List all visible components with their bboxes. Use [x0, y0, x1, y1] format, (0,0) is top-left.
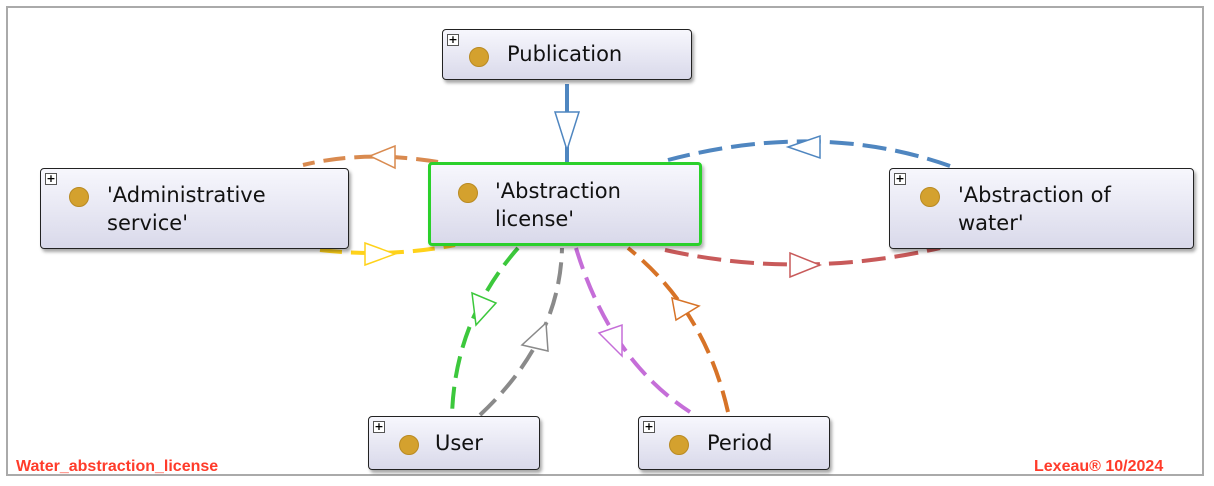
class-icon — [399, 435, 419, 455]
node-label-administrative-service-line1: 'Administrative — [107, 183, 266, 207]
arrowhead-license-to-user — [471, 291, 498, 327]
node-label-abstraction-of-water-line2: water' — [958, 211, 1024, 235]
edge-license-to-period — [574, 247, 692, 414]
node-label-abstraction-of-water-line1: 'Abstraction of — [958, 183, 1111, 207]
edge-license-to-admin — [302, 154, 439, 167]
subclass-arrowhead — [553, 111, 581, 153]
node-abstraction-license[interactable]: 'Abstraction license' — [428, 162, 702, 246]
class-icon — [920, 187, 940, 207]
node-abstraction-of-water[interactable]: + 'Abstraction of water' — [889, 168, 1194, 249]
node-label-publication: Publication — [507, 42, 623, 66]
node-publication[interactable]: + Publication — [442, 29, 692, 80]
class-icon — [69, 187, 89, 207]
diagram-name-label: Water_abstraction_license — [16, 458, 219, 475]
arrowhead-admin-to-license — [364, 241, 398, 267]
node-administrative-service[interactable]: + 'Administrative service' — [40, 168, 349, 249]
class-icon — [469, 47, 489, 67]
expand-icon[interactable]: + — [373, 420, 385, 433]
node-label-user: User — [435, 431, 483, 455]
arrowhead-license-to-admin — [368, 144, 396, 170]
copyright-label: Lexeau® 10/2024 — [1034, 458, 1164, 475]
expand-icon[interactable]: + — [643, 420, 655, 433]
expand-icon[interactable]: + — [45, 172, 57, 185]
class-icon — [669, 435, 689, 455]
class-icon — [458, 183, 478, 203]
arrowhead-user-to-license — [520, 321, 549, 352]
node-label-period: Period — [707, 431, 773, 455]
expand-icon[interactable]: + — [447, 33, 459, 46]
edge-license-to-user — [450, 246, 520, 416]
arrowhead-license-to-water — [789, 251, 823, 279]
edge-user-to-license — [478, 247, 564, 417]
node-label-abstraction-license-line2: license' — [495, 207, 575, 231]
edge-period-to-license — [626, 246, 730, 413]
node-label-abstraction-license-line1: 'Abstraction — [495, 179, 621, 203]
node-label-administrative-service-line2: service' — [107, 211, 188, 235]
arrowhead-period-to-license — [671, 296, 701, 322]
node-user[interactable]: + User — [368, 416, 540, 470]
node-period[interactable]: + Period — [638, 416, 830, 470]
arrowhead-water-to-license — [785, 134, 821, 160]
arrowhead-license-to-period — [597, 323, 623, 358]
expand-icon[interactable]: + — [894, 172, 906, 185]
